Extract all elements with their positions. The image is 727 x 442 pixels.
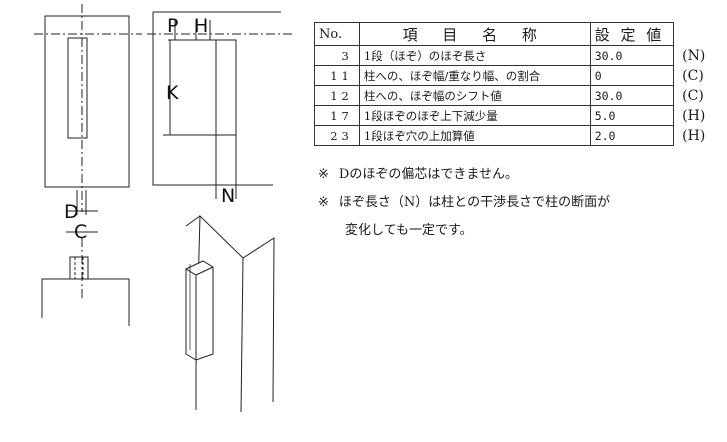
row-code: (H) — [682, 127, 706, 144]
row-code: (C) — [682, 87, 704, 104]
row-value: 30.0 — [589, 45, 675, 66]
row-value: 5.0 — [589, 105, 675, 126]
note-text: 変化しても一定です。 — [345, 223, 473, 238]
row-value: 30.0 — [589, 85, 675, 106]
table-row: 3 1段（ほぞ）のほぞ長さ 30.0 (N) — [314, 45, 727, 66]
row-name: 1段ほぞのほぞ上下減少量 — [358, 105, 591, 126]
table-row: 17 1段ほぞのほぞ上下減少量 5.0 (H) — [314, 105, 727, 126]
post-front-view — [44, 15, 130, 188]
label-p: P — [167, 15, 178, 37]
row-value: 2.0 — [589, 125, 675, 146]
note-line-3: 変化しても一定です。 — [345, 222, 473, 240]
row-code: (N) — [682, 47, 706, 64]
tenon-side-view — [215, 39, 237, 136]
note-text: Dのほぞの偏芯はできません。 — [338, 167, 518, 182]
row-no: 12 — [314, 85, 360, 106]
note-text: ほぞ長さ（N）は柱との干渉長さで柱の断面が — [338, 195, 611, 210]
note-mark: ※ — [318, 167, 329, 182]
row-name: 柱への、ほぞ幅のシフト値 — [358, 85, 591, 106]
row-no: 23 — [314, 125, 360, 146]
label-n: N — [221, 185, 235, 207]
label-k: K — [166, 82, 179, 104]
note-mark: ※ — [318, 195, 329, 210]
iso-block — [195, 214, 275, 410]
parameter-table: No. 項 目 名 称 設 定 値 3 1段（ほぞ）のほぞ長さ 30.0 (N)… — [314, 22, 727, 146]
label-d: D — [64, 201, 79, 223]
label-c: C — [74, 221, 87, 243]
header-no: No. — [314, 22, 360, 46]
row-value: 0 — [589, 65, 675, 86]
table-row: 23 1段ほぞ穴の上加算値 2.0 (H) — [314, 125, 727, 146]
row-name: 1段（ほぞ）のほぞ長さ — [358, 45, 591, 66]
tenon-bottom-view — [69, 256, 89, 280]
row-name: 1段ほぞ穴の上加算値 — [358, 125, 591, 146]
table-row: 12 柱への、ほぞ幅のシフト値 30.0 (C) — [314, 85, 727, 106]
table-header-row: No. 項 目 名 称 設 定 値 — [314, 22, 727, 46]
beam-side-outline — [152, 12, 273, 186]
header-code-spacer — [674, 23, 727, 46]
iso-tenon — [185, 260, 214, 361]
table-row: 11 柱への、ほぞ幅/重なり幅、の割合 0 (C) — [314, 65, 727, 86]
row-name: 柱への、ほぞ幅/重なり幅、の割合 — [358, 65, 591, 86]
row-no: 3 — [314, 45, 360, 66]
header-name: 項 目 名 称 — [358, 22, 591, 46]
row-no: 11 — [314, 65, 360, 86]
row-no: 17 — [314, 105, 360, 126]
header-value: 設 定 値 — [589, 22, 675, 46]
note-line-2: ※ ほぞ長さ（N）は柱との干渉長さで柱の断面が — [318, 194, 610, 212]
beam-bottom-view — [41, 278, 130, 326]
note-line-1: ※ Dのほぞの偏芯はできません。 — [318, 166, 518, 184]
row-code: (C) — [682, 67, 704, 84]
row-code: (H) — [682, 107, 706, 124]
label-h: H — [194, 15, 208, 37]
tenon-slot-outline — [67, 37, 88, 139]
